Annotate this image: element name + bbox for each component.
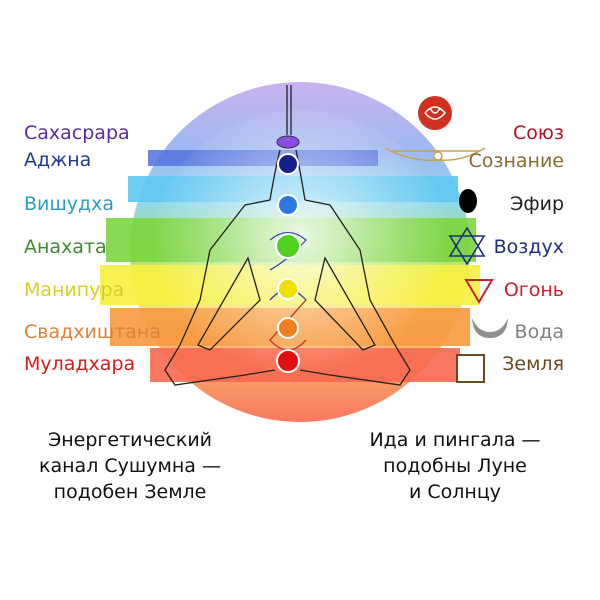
down-triangle-icon (464, 279, 494, 304)
chakra-label-ajna: Аджна (24, 149, 92, 171)
chakra-ajna-dot (277, 153, 299, 175)
caption-line: Ида и пингала — (369, 429, 541, 451)
square-icon (456, 354, 485, 383)
element-label-consciousness: Сознание (468, 150, 564, 172)
chakra-manipura-dot (277, 278, 299, 300)
chakra-anahata-dot (275, 233, 301, 259)
black-oval-icon (459, 189, 477, 213)
hexagram-icon (448, 226, 486, 266)
caption-ida-pingala: Ида и пингала — подобны Луне и Солнцу (340, 427, 570, 505)
chakra-label-manipura: Манипура (24, 279, 125, 301)
element-label-union: Союз (513, 122, 564, 144)
element-symbols (384, 96, 508, 383)
chakra-points (275, 135, 301, 373)
element-label-earth: Земля (502, 353, 564, 375)
caption-line: канал Сушумна — (39, 455, 221, 477)
chakra-sahasrara-dot (276, 135, 300, 149)
caption-sushumna: Энергетический канал Сушумна — подобен З… (20, 427, 240, 505)
crescent-icon (472, 318, 508, 338)
chakra-label-vishuddha: Вишудха (24, 193, 115, 215)
chakra-svadhisthana-dot (277, 317, 299, 339)
rose-icon (418, 96, 452, 130)
chakra-label-anahata: Анахата (24, 236, 107, 258)
chakra-label-svadhisthana: Свадхиштана (24, 321, 161, 343)
caption-line: подобен Земле (53, 481, 207, 503)
caption-line: Энергетический (47, 429, 213, 451)
caption-line: и Солнцу (408, 481, 502, 503)
element-label-fire: Огонь (503, 279, 564, 301)
element-label-air: Воздух (493, 236, 564, 258)
chakra-label-sahasrara: Сахасрара (24, 122, 130, 144)
chakra-muladhara-dot (276, 349, 300, 373)
chakra-vishuddha-dot (277, 194, 299, 216)
element-label-water: Вода (514, 321, 564, 343)
chakra-label-muladhara: Муладхара (24, 353, 136, 375)
caption-line: подобны Луне (383, 455, 527, 477)
winged-disc-icon (384, 147, 486, 161)
element-label-ether: Эфир (510, 193, 564, 215)
